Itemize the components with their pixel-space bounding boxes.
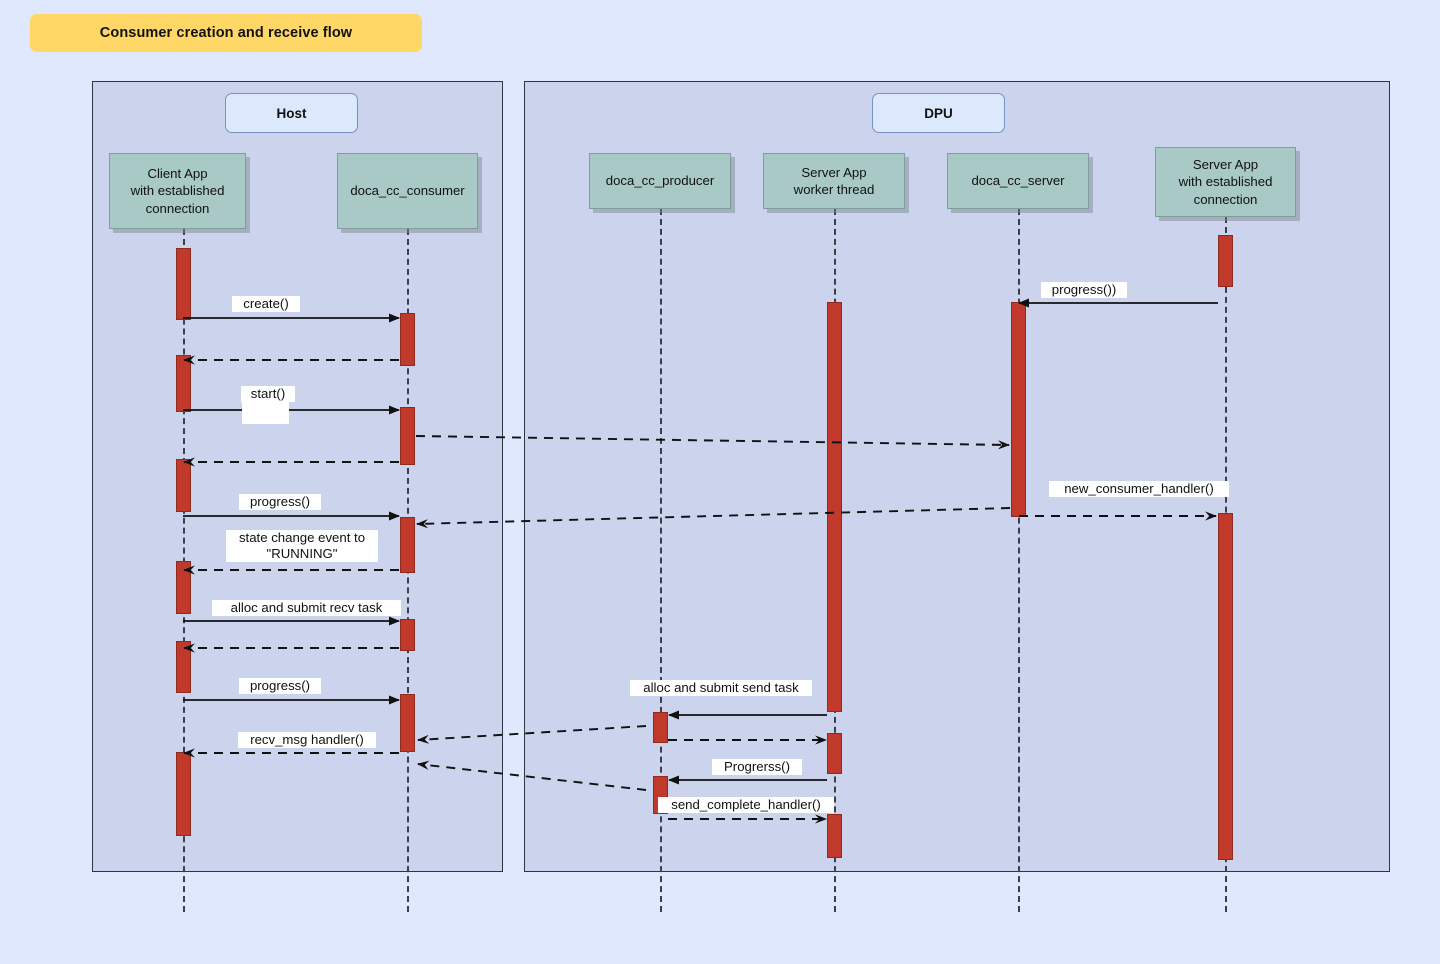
activation-bar-server_app xyxy=(1218,513,1233,860)
activation-bar-server_worker xyxy=(827,302,842,712)
message-label-progress_1: progress() xyxy=(239,494,321,511)
activation-bar-client_app xyxy=(176,641,191,693)
message-label-new_consumer: new_consumer_handler() xyxy=(1049,481,1229,498)
message-label-create: create() xyxy=(232,296,300,313)
diagram-title-badge: Consumer creation and receive flow xyxy=(30,14,422,52)
panel-label-dpu: DPU xyxy=(872,93,1005,133)
activation-bar-client_app xyxy=(176,561,191,614)
lifeline-doca_cc_producer xyxy=(660,209,662,912)
message-label-recv_msg: recv_msg handler() xyxy=(238,732,376,749)
activation-bar-doca_cc_consumer xyxy=(400,313,415,366)
actor-box-doca_cc_server[interactable]: doca_cc_server xyxy=(947,153,1089,209)
activation-bar-server_worker xyxy=(827,814,842,858)
message-label-progress_2: progress() xyxy=(239,678,321,695)
message-label-state_change: state change event to"RUNNING" xyxy=(226,530,378,563)
panel-label-host: Host xyxy=(225,93,358,133)
activation-bar-server_worker xyxy=(827,733,842,774)
message-label-alloc_send: alloc and submit send task xyxy=(630,680,812,697)
activation-bar-client_app xyxy=(176,459,191,512)
activation-bar-server_app xyxy=(1218,235,1233,287)
activation-bar-client_app xyxy=(176,248,191,320)
message-label-progrerss: Progrerss() xyxy=(712,759,802,776)
actor-box-doca_cc_consumer[interactable]: doca_cc_consumer xyxy=(337,153,478,229)
message-label-alloc_recv: alloc and submit recv task xyxy=(212,600,401,617)
activation-bar-client_app xyxy=(176,752,191,836)
activation-bar-doca_cc_consumer xyxy=(400,407,415,465)
activation-bar-client_app xyxy=(176,355,191,412)
activation-bar-doca_cc_producer xyxy=(653,712,668,743)
message-label-progress_p: progress()) xyxy=(1041,282,1127,299)
actor-box-doca_cc_producer[interactable]: doca_cc_producer xyxy=(589,153,731,209)
message-label-send_done: send_complete_handler() xyxy=(658,797,834,814)
start-empty-label-box xyxy=(242,401,289,424)
lifeline-doca_cc_server xyxy=(1018,209,1020,912)
message-label-start: start() xyxy=(241,386,295,403)
activation-bar-doca_cc_server xyxy=(1011,302,1026,517)
activation-bar-doca_cc_consumer xyxy=(400,517,415,573)
activation-bar-doca_cc_consumer xyxy=(400,694,415,752)
activation-bar-doca_cc_consumer xyxy=(400,619,415,651)
